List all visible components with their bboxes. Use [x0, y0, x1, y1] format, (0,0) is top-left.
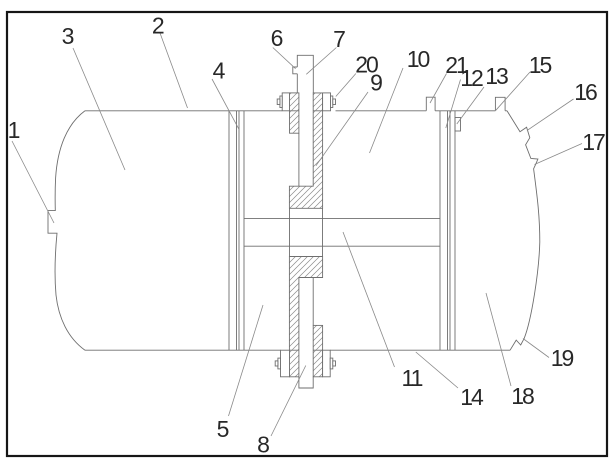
- svg-text:2: 2: [152, 12, 165, 38]
- svg-text:1: 1: [8, 117, 21, 143]
- svg-text:4: 4: [213, 58, 226, 84]
- svg-text:3: 3: [62, 23, 75, 49]
- svg-text:17: 17: [582, 129, 605, 155]
- svg-text:14: 14: [460, 384, 484, 410]
- svg-text:5: 5: [217, 416, 230, 442]
- svg-text:18: 18: [511, 383, 534, 409]
- svg-text:19: 19: [551, 345, 574, 371]
- svg-text:7: 7: [333, 26, 346, 52]
- svg-text:12: 12: [460, 65, 483, 91]
- svg-text:8: 8: [257, 432, 270, 458]
- svg-text:10: 10: [407, 46, 430, 72]
- svg-text:9: 9: [370, 69, 383, 95]
- svg-text:15: 15: [529, 52, 552, 78]
- svg-text:13: 13: [485, 63, 508, 89]
- svg-text:16: 16: [574, 79, 597, 105]
- svg-text:20: 20: [355, 52, 378, 78]
- svg-text:6: 6: [271, 25, 284, 51]
- svg-text:11: 11: [402, 365, 423, 391]
- svg-text:21: 21: [445, 52, 468, 78]
